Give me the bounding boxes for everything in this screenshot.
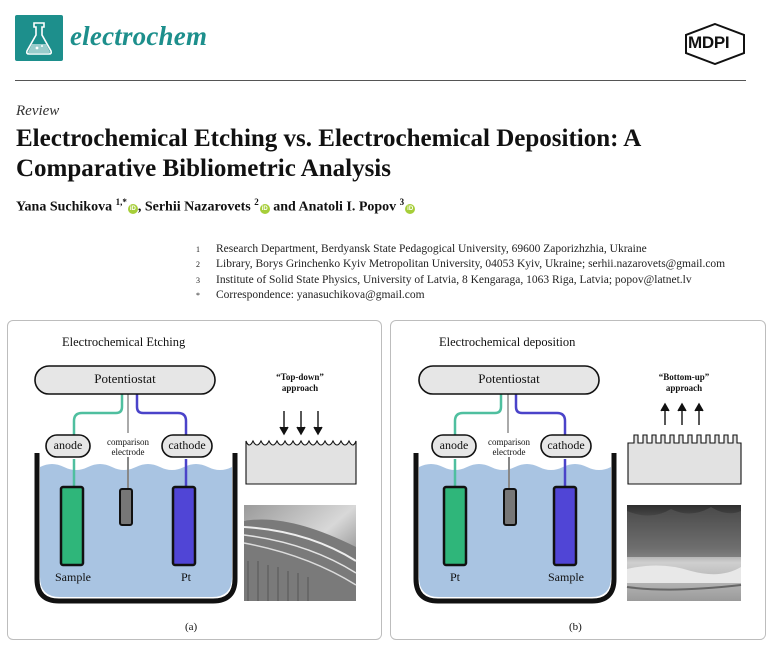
affiliation-item: * Correspondence: yanasuchikova@gmail.co… bbox=[196, 288, 725, 303]
blue-electrode bbox=[552, 485, 578, 567]
author-affil-mark: 2 bbox=[254, 197, 259, 207]
green-electrode bbox=[59, 485, 85, 567]
approach-label-line-1: “Bottom-up” bbox=[658, 372, 710, 382]
affiliations: 1 Research Department, Berdyansk State P… bbox=[196, 242, 725, 303]
right-electrode-label: Pt bbox=[180, 570, 191, 584]
flask-icon bbox=[25, 22, 53, 55]
publisher-name: MDPI bbox=[688, 33, 730, 52]
mdpi-hexagon-icon bbox=[685, 22, 745, 66]
affiliation-item: 1 Research Department, Berdyansk State P… bbox=[196, 242, 725, 257]
beaker bbox=[34, 453, 238, 604]
journal-logo[interactable] bbox=[15, 15, 63, 61]
panel-title: Electrochemical deposition bbox=[439, 335, 576, 349]
affiliation-text[interactable]: Correspondence: yanasuchikova@gmail.com bbox=[216, 288, 425, 301]
reference-electrode-label: comparison electrode bbox=[479, 437, 539, 457]
up-arrows-icon bbox=[660, 402, 704, 425]
left-electrode-label: Sample bbox=[55, 570, 91, 584]
down-arrows-icon bbox=[279, 411, 323, 436]
anode-label: anode bbox=[439, 438, 469, 452]
etching-diagram bbox=[34, 365, 357, 604]
affiliation-item: 3 Institute of Solid State Physics, Univ… bbox=[196, 273, 725, 288]
header-divider bbox=[15, 80, 746, 81]
blue-electrode bbox=[171, 485, 197, 567]
reference-label-line-2: electrode bbox=[111, 447, 145, 457]
sem-image-etching bbox=[243, 505, 357, 601]
orcid-icon[interactable]: iD bbox=[259, 203, 270, 214]
figure-caption-a: (a) bbox=[185, 621, 198, 633]
affiliation-mark: 2 bbox=[196, 260, 200, 270]
reference-electrode bbox=[503, 488, 517, 526]
potentiostat-label: Potentiostat bbox=[94, 371, 156, 386]
mdpi-logo[interactable]: MDPI bbox=[684, 22, 746, 66]
journal-name[interactable]: electrochem bbox=[70, 21, 208, 51]
sem-image-deposition bbox=[626, 505, 742, 601]
author-name[interactable]: Serhii Nazarovets bbox=[144, 199, 251, 215]
article-type: Review bbox=[16, 103, 60, 119]
orcid-icon[interactable]: iD bbox=[405, 203, 416, 214]
reference-label-line-1: comparison bbox=[488, 437, 530, 447]
affiliation-text[interactable]: Institute of Solid State Physics, Univer… bbox=[216, 273, 692, 286]
author-name[interactable]: Yana Suchikova bbox=[16, 199, 113, 215]
deposited-substrate bbox=[627, 434, 742, 485]
reference-label-line-1: comparison bbox=[107, 437, 149, 447]
approach-label-line-2: approach bbox=[281, 383, 319, 393]
author-name[interactable]: Anatoli I. Popov bbox=[298, 199, 397, 215]
reference-electrode-label: comparison electrode bbox=[98, 437, 158, 457]
author-affil-mark: 1,* bbox=[115, 197, 127, 207]
author-separator: and bbox=[269, 199, 299, 215]
approach-label-line-2: approach bbox=[665, 383, 703, 393]
potentiostat-box bbox=[418, 365, 600, 395]
anode-label: anode bbox=[53, 438, 83, 452]
beaker bbox=[413, 453, 617, 604]
article-title: Electrochemical Etching vs. Electrochemi… bbox=[16, 125, 640, 182]
deposition-diagram bbox=[413, 365, 742, 604]
reference-label-line-2: electrode bbox=[492, 447, 526, 457]
affiliation-text[interactable]: Library, Borys Grinchenko Kyiv Metropoli… bbox=[216, 258, 726, 271]
left-electrode-label: Pt bbox=[449, 570, 460, 584]
author-separator: , bbox=[137, 199, 145, 215]
potentiostat-label: Potentiostat bbox=[478, 371, 540, 386]
affiliation-mark: * bbox=[196, 290, 200, 300]
approach-label-line-1: “Top-down” bbox=[276, 372, 324, 382]
author-list: Yana Suchikova 1,*iD, Serhii Nazarovets … bbox=[16, 197, 416, 216]
panel-title: Electrochemical Etching bbox=[62, 335, 186, 349]
affiliation-mark: 3 bbox=[196, 275, 200, 285]
potentiostat-box bbox=[34, 365, 216, 395]
author-affil-mark: 3 bbox=[399, 197, 405, 207]
figure-caption-b: (b) bbox=[569, 621, 582, 633]
green-electrode bbox=[442, 485, 468, 567]
affiliation-text: Research Department, Berdyansk State Ped… bbox=[216, 243, 647, 255]
cathode-label: cathode bbox=[547, 438, 585, 452]
orcid-icon[interactable]: iD bbox=[127, 203, 138, 214]
affiliation-item: 2 Library, Borys Grinchenko Kyiv Metropo… bbox=[196, 257, 725, 272]
figure-panel-etching: Electrochemical Etching Potentiostat ano… bbox=[7, 320, 382, 640]
right-electrode-label: Sample bbox=[548, 570, 584, 584]
cathode-label: cathode bbox=[168, 438, 206, 452]
reference-electrode bbox=[119, 488, 133, 526]
approach-label: “Top-down” approach bbox=[244, 372, 356, 394]
approach-label: “Bottom-up” approach bbox=[627, 372, 741, 394]
affiliation-mark: 1 bbox=[196, 245, 200, 254]
figure-panel-deposition: Electrochemical deposition Potentiostat … bbox=[390, 320, 766, 640]
etched-substrate bbox=[245, 439, 357, 485]
